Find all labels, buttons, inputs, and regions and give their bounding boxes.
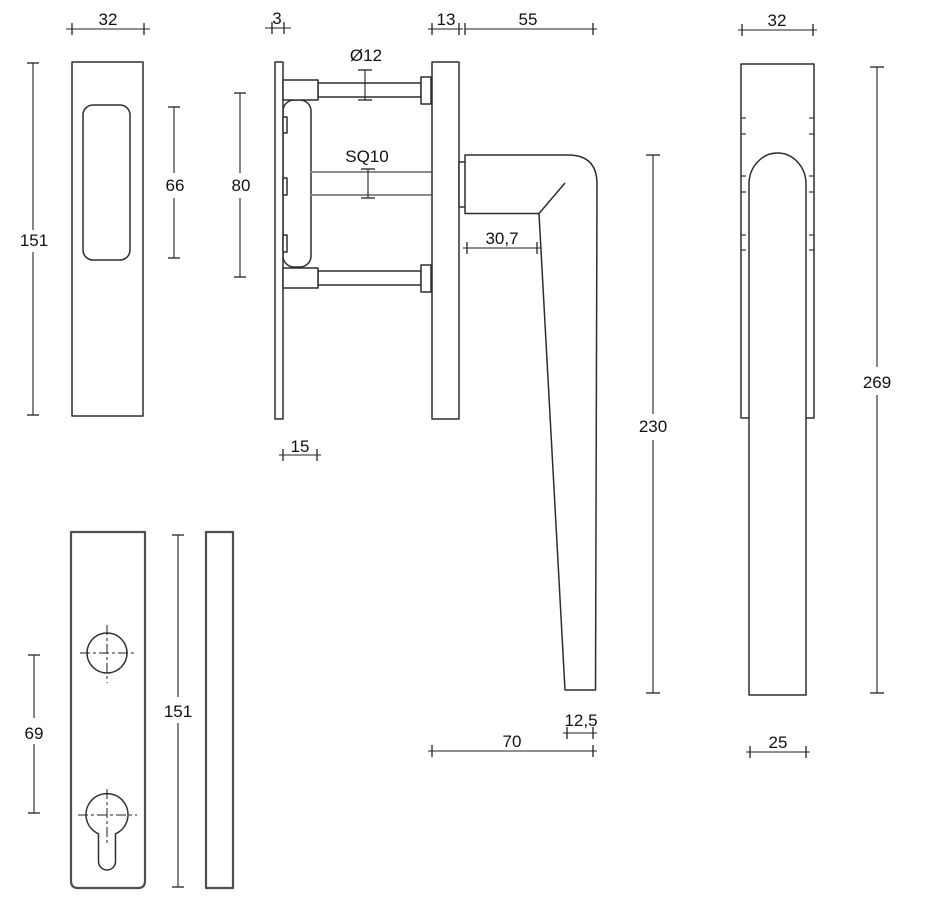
dim-label: 151 [164, 702, 192, 721]
dim-label: SQ10 [345, 147, 388, 166]
dim-label: 230 [639, 417, 667, 436]
dim-label: 269 [863, 373, 891, 392]
handle-lever-profile [464, 154, 598, 691]
dim-grip-depth: 55 [464, 10, 597, 35]
dim-bolt-spacing: 80 [232, 92, 251, 278]
dim-label: 30,7 [485, 229, 518, 248]
dim-label: 32 [768, 11, 787, 30]
dim-handle-length: 230 [639, 154, 667, 694]
dim-label: 3 [272, 9, 281, 28]
bolt-shaft [317, 82, 422, 98]
spindle-hole-centerlines [80, 625, 135, 683]
handle-rose-side [431, 61, 460, 420]
dim-label: 32 [99, 10, 118, 29]
plate-clips [282, 116, 288, 253]
dim-label: 12,5 [564, 711, 597, 730]
bolt-cap [420, 264, 432, 293]
dim-hole-spacing: 69 [25, 654, 44, 814]
dim-label: 55 [519, 10, 538, 29]
dim-rose-thickness: 13 [428, 10, 463, 35]
view-cylinder-plate: 69 151 [25, 530, 235, 890]
cylinder-plate-side [204, 530, 235, 890]
view-handle-side: 13 55 30,7 230 12,5 70 [428, 10, 667, 757]
dim-reach: 70 [428, 732, 597, 757]
view-front-plate: 32 151 66 [20, 10, 185, 417]
dim-plate-height: 151 [20, 62, 48, 416]
dim-plate-thickness: 3 [265, 9, 291, 34]
dim-bolt-diameter: Ø12 [350, 46, 382, 101]
bolt-head [282, 79, 319, 101]
dim-label: 80 [232, 176, 251, 195]
dim-label: 13 [437, 10, 456, 29]
dim-label: 25 [769, 733, 788, 752]
handle-bend-edge [538, 182, 566, 214]
bolt-shaft [317, 270, 422, 286]
dim-label: 70 [503, 732, 522, 751]
mounting-marks [741, 117, 814, 251]
dim-handle-width: 32 [738, 11, 817, 36]
fixing-bolt-top [282, 76, 432, 105]
dim-bolt-head-length: 15 [279, 437, 321, 461]
view-handle-front: 32 269 25 [738, 11, 891, 758]
view-side-assembly: 80 3 Ø12 [232, 9, 460, 461]
dim-tip-width: 12,5 [563, 711, 598, 739]
plate-recess [82, 104, 131, 261]
fixing-bolt-bottom [282, 264, 432, 293]
cylinder-hole-centerlines [78, 789, 137, 843]
handle-grip-front [748, 152, 807, 696]
dim-neck-reach: 30,7 [463, 229, 541, 254]
dim-total-height: 269 [863, 66, 891, 694]
thin-plate-side [274, 61, 284, 420]
dim-label: Ø12 [350, 46, 382, 65]
dim-label: 66 [166, 176, 185, 195]
bolt-head [282, 267, 319, 289]
dim-label: 15 [291, 437, 310, 456]
dim-recess-height: 66 [166, 106, 185, 259]
dim-spindle: SQ10 [345, 147, 389, 199]
dim-plate-width: 32 [66, 10, 150, 35]
bolt-cap [420, 76, 432, 105]
cylinder-plate-outline [69, 530, 147, 890]
dim-label: 69 [25, 724, 44, 743]
dim-label: 151 [20, 231, 48, 250]
dim-grip-width: 25 [746, 733, 810, 758]
dim-cylinder-plate-height: 151 [164, 534, 192, 888]
